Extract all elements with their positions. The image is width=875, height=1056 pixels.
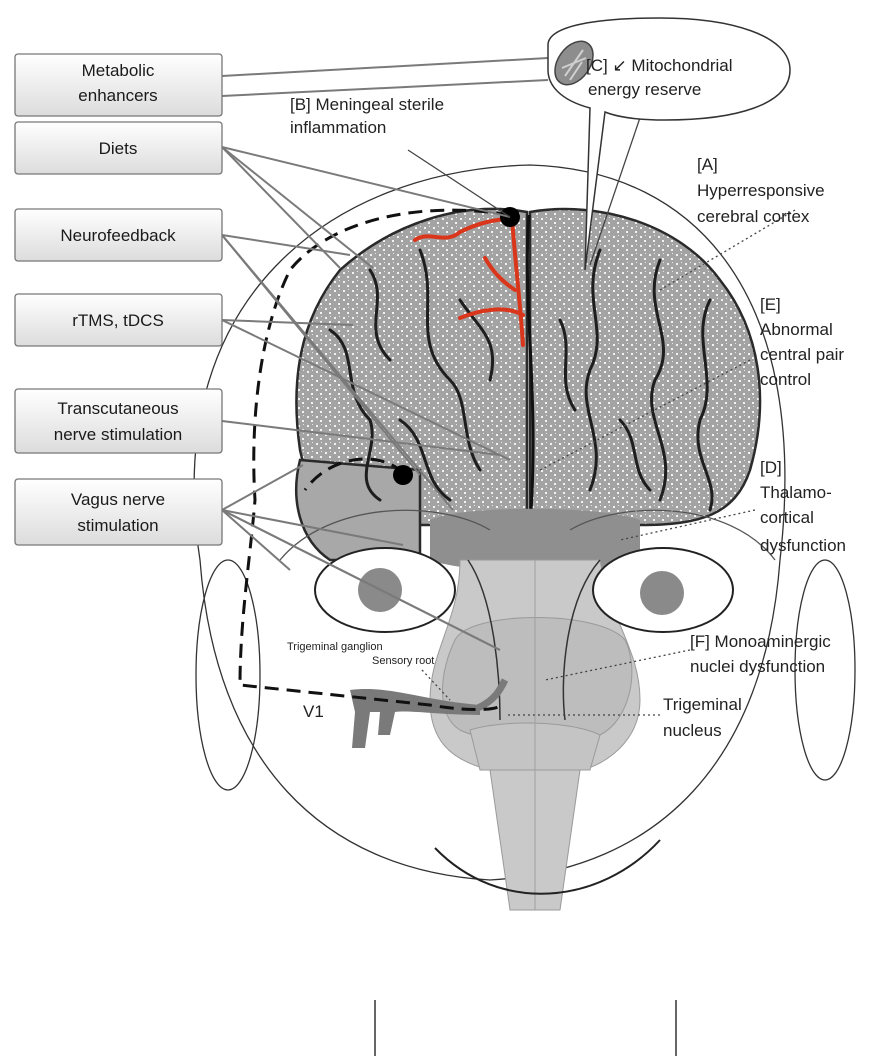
label-e-line-1: [E] (760, 295, 781, 314)
label-trigeminal-nucleus: Trigeminal nucleus (663, 695, 742, 740)
label-f-line-2: nuclei dysfunction (690, 657, 825, 676)
label-f-line-1: [F] Monoaminergic (690, 632, 831, 651)
label-d-line-2: Thalamo- (760, 483, 832, 502)
label-f: [F] Monoaminergic nuclei dysfunction (690, 632, 831, 676)
label-trigeminal-ganglion: Trigeminal ganglion (287, 641, 383, 653)
therapy-box-metabolic: Metabolic enhancers (15, 54, 222, 116)
dura-node (393, 465, 413, 485)
therapy-metabolic-line-2: enhancers (78, 86, 157, 105)
label-d-line-1: [D] (760, 458, 782, 477)
therapy-box-vagus: Vagus nerve stimulation (15, 479, 222, 545)
ear-left (196, 560, 260, 790)
therapy-transcutaneous-line-2: nerve stimulation (54, 425, 183, 444)
therapy-neurofeedback-label: Neurofeedback (60, 226, 176, 245)
therapy-rtms-label: rTMS, tDCS (72, 311, 164, 330)
pupil-right (640, 571, 684, 615)
label-a-line-2: Hyperresponsive (697, 181, 825, 200)
label-e-line-2: Abnormal (760, 320, 833, 339)
label-trigeminal-nucleus-line-2: nucleus (663, 721, 722, 740)
label-a-line-3: cerebral cortex (697, 207, 810, 226)
label-e-line-3: central pair (760, 345, 844, 364)
label-d-line-3: cortical (760, 508, 814, 527)
therapy-transcutaneous-line-1: Transcutaneous (57, 399, 178, 418)
therapy-metabolic-line-1: Metabolic (82, 61, 155, 80)
therapy-box-rtms: rTMS, tDCS (15, 294, 222, 346)
therapy-box-neurofeedback: Neurofeedback (15, 209, 222, 261)
label-d-line-4: dysfunction (760, 536, 846, 555)
label-a: [A] Hyperresponsive cerebral cortex (697, 155, 825, 226)
label-d: [D] Thalamo- cortical dysfunction (760, 458, 846, 555)
label-c-line-1: [C] ↙ Mitochondrial (586, 56, 733, 75)
label-a-line-1: [A] (697, 155, 718, 174)
therapy-box-diets: Diets (15, 122, 222, 174)
therapy-vagus-line-1: Vagus nerve (71, 490, 165, 509)
label-b: [B] Meningeal sterile inflammation (290, 95, 444, 137)
therapy-box-transcutaneous: Transcutaneous nerve stimulation (15, 389, 222, 453)
label-e: [E] Abnormal central pair control (760, 295, 844, 389)
therapy-diets-label: Diets (99, 139, 138, 158)
label-c-line-2: energy reserve (588, 80, 701, 99)
label-trigeminal-nucleus-line-1: Trigeminal (663, 695, 742, 714)
label-v1: V1 (303, 702, 324, 721)
label-e-line-4: control (760, 370, 811, 389)
label-b-line-1: [B] Meningeal sterile (290, 95, 444, 114)
label-sensory-root: Sensory root (372, 655, 434, 667)
label-b-line-2: inflammation (290, 118, 386, 137)
therapy-vagus-line-2: stimulation (77, 516, 158, 535)
